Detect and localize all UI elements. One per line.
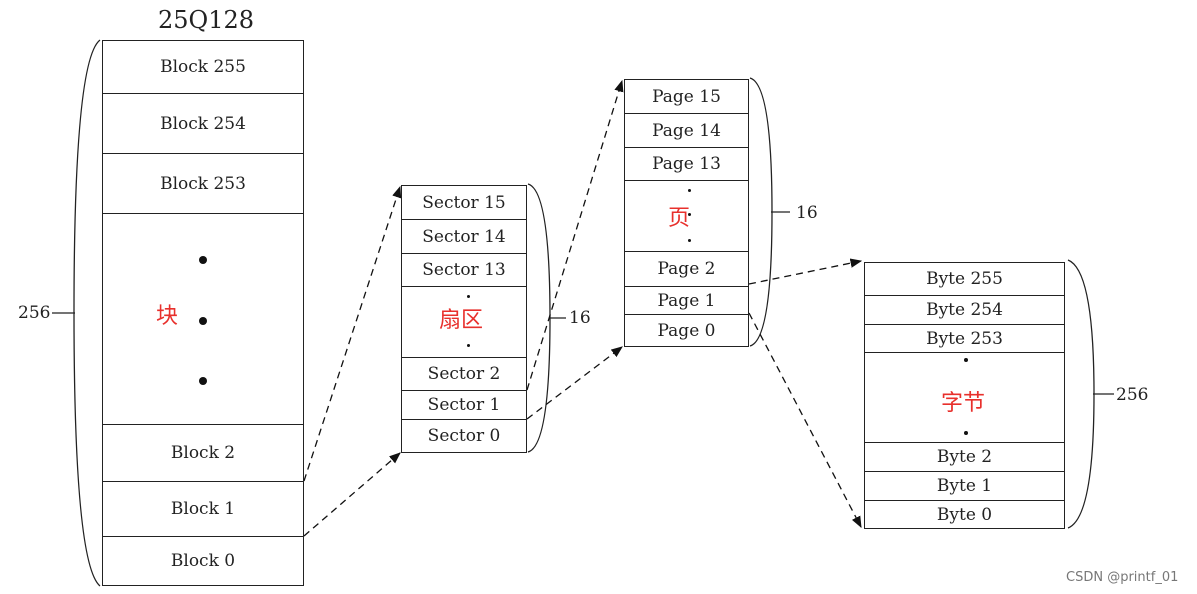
block-count: 256 [18, 303, 51, 323]
page-label: 页 [668, 206, 691, 231]
ellipsis-dot [688, 213, 691, 216]
page-0-cell: Page 0 [624, 314, 749, 347]
sector-13-cell: Sector 13 [401, 253, 527, 287]
byte-253-cell: Byte 253 [864, 324, 1065, 353]
arrow-page1-to-byte0 [748, 312, 862, 529]
block-0-cell: Block 0 [102, 536, 304, 586]
ellipsis-dot [467, 295, 470, 298]
watermark: CSDN @printf_01 [1066, 570, 1179, 585]
ellipsis-dot [964, 358, 968, 362]
block-label: 块 [156, 304, 179, 329]
ellipsis-dot [964, 431, 968, 435]
page-14-cell: Page 14 [624, 113, 749, 148]
arrow-sector1-to-page0 [526, 346, 623, 420]
byte-1-cell: Byte 1 [864, 471, 1065, 501]
arrow-sector1-to-page15 [526, 79, 624, 391]
ellipsis-dot [467, 344, 470, 347]
byte-label: 字节 [941, 391, 986, 416]
byte-255-cell: Byte 255 [864, 262, 1065, 296]
block-brace [73, 39, 101, 587]
page-15-cell: Page 15 [624, 79, 749, 114]
ellipsis-dot [688, 189, 691, 192]
ellipsis-dot [688, 239, 691, 242]
page-brace [749, 77, 773, 347]
byte-254-cell: Byte 254 [864, 295, 1065, 325]
sector-label: 扇区 [439, 308, 484, 333]
arrow-block1-to-sector0 [303, 452, 401, 537]
block-255-cell: Block 255 [102, 40, 304, 94]
sector-middle-cell [401, 286, 527, 358]
ellipsis-dot [199, 256, 207, 264]
block-1-cell: Block 1 [102, 481, 304, 537]
ellipsis-dot [199, 377, 207, 385]
block-254-cell: Block 254 [102, 93, 304, 154]
sector-count: 16 [569, 308, 591, 328]
page-1-cell: Page 1 [624, 286, 749, 315]
sector-1-cell: Sector 1 [401, 390, 527, 420]
page-2-cell: Page 2 [624, 251, 749, 287]
chip-title: 25Q128 [158, 6, 255, 34]
sector-0-cell: Sector 0 [401, 419, 527, 453]
arrow-page1-to-byte255 [748, 258, 863, 285]
page-count: 16 [796, 203, 818, 223]
byte-middle-cell [864, 352, 1065, 443]
sector-14-cell: Sector 14 [401, 219, 527, 254]
byte-0-cell: Byte 0 [864, 500, 1065, 529]
sector-brace [527, 183, 551, 453]
byte-brace [1067, 259, 1095, 529]
byte-count: 256 [1116, 385, 1149, 405]
page-13-cell: Page 13 [624, 147, 749, 181]
sector-15-cell: Sector 15 [401, 185, 527, 220]
block-253-cell: Block 253 [102, 153, 304, 214]
sector-2-cell: Sector 2 [401, 357, 527, 391]
ellipsis-dot [199, 317, 207, 325]
block-2-cell: Block 2 [102, 424, 304, 482]
arrow-block1-to-sector15 [303, 185, 402, 482]
byte-2-cell: Byte 2 [864, 442, 1065, 472]
